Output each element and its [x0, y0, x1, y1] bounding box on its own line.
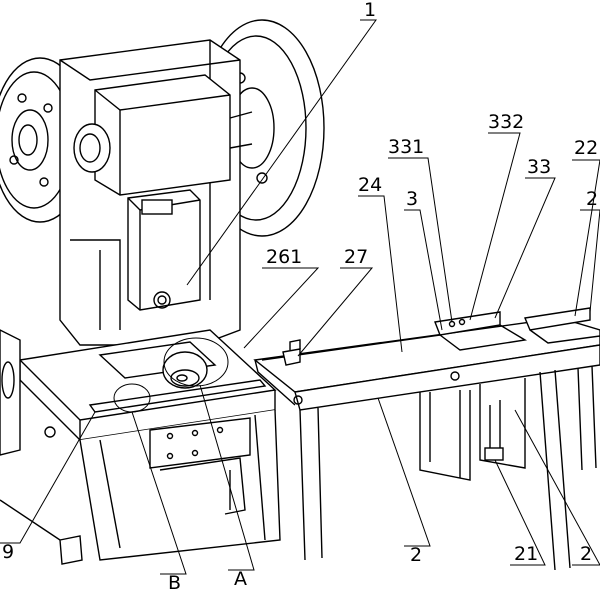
label-21: 21	[514, 543, 538, 565]
label-261: 261	[266, 246, 302, 268]
punch-press	[0, 19, 325, 565]
label-2: 2	[410, 544, 422, 566]
label-22: 22	[574, 137, 598, 159]
label-33: 33	[527, 156, 551, 178]
label-24: 24	[358, 174, 382, 196]
label-331: 331	[388, 136, 424, 158]
label-2-right: 2	[586, 188, 598, 210]
leader-lines	[0, 19, 600, 575]
label-3: 3	[406, 188, 418, 210]
label-A: A	[234, 568, 247, 590]
label-2-bottom-right: 2	[580, 543, 592, 565]
label-332: 332	[488, 111, 524, 133]
label-1: 1	[364, 0, 376, 21]
label-9: 9	[2, 541, 14, 563]
feed-table	[253, 307, 600, 571]
label-27: 27	[344, 246, 368, 268]
label-B: B	[168, 572, 181, 594]
